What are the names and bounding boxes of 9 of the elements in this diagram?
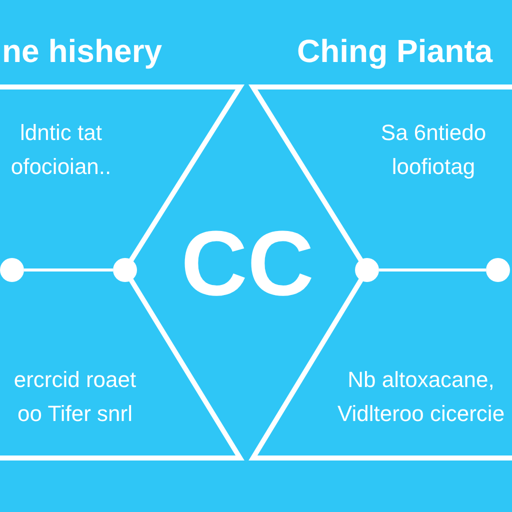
panel-text: Nb altoxacane, Vidlteroo cicercie bbox=[336, 366, 506, 428]
center-title: CC bbox=[181, 218, 314, 310]
panel-text: ercrcid roaet oo Tifer snrl bbox=[12, 366, 138, 428]
panel-heading: Ching Pianta bbox=[297, 32, 493, 70]
panel-heading: ne hishery bbox=[2, 32, 162, 70]
connector-line bbox=[24, 268, 113, 272]
panel-text: ldntic tat ofocioian.. bbox=[10, 119, 112, 181]
panel-text: Sa 6ntiedo loofiotag bbox=[380, 119, 488, 181]
connector-line bbox=[379, 268, 486, 272]
